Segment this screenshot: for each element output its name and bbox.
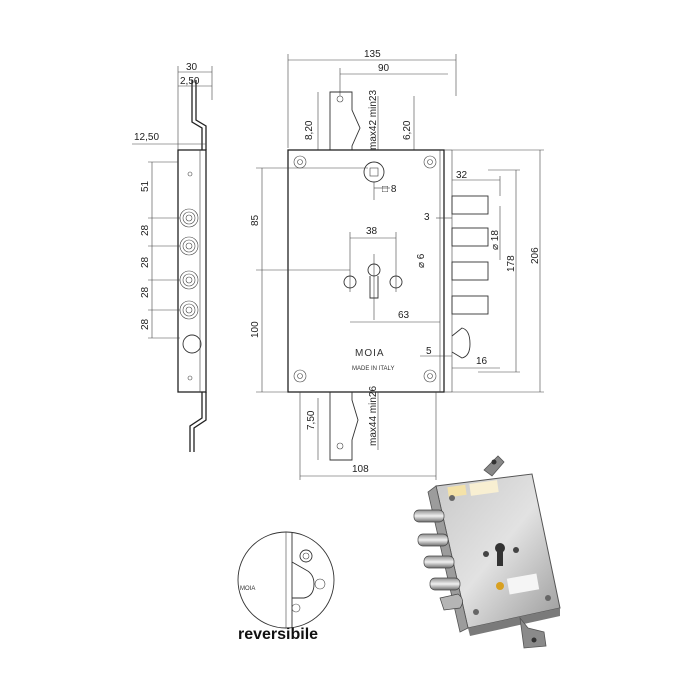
front-view: 135 90 8,20 max42 min23 6,20 □ 8 [250,49,544,480]
dim-85: 85 [250,214,261,226]
dim-90: 90 [378,63,390,74]
lock-photo [413,455,561,649]
screw [293,369,307,383]
photo-bolt [417,533,449,547]
dim-7-50: 7,50 [306,410,317,430]
front-latch [451,327,471,359]
dim-square-8: □ 8 [382,184,397,195]
side-view: 30 2,50 12,50 51 28 28 28 28 [132,62,213,452]
dim-30: 30 [186,62,198,73]
photo-bolt [429,577,461,591]
dim-28: 28 [140,318,151,330]
origin-label: MADE IN ITALY [352,366,394,372]
side-bolt [179,236,199,256]
dim-63: 63 [398,310,410,321]
side-latch [182,334,202,354]
dim-32: 32 [456,170,468,181]
dim-16: 16 [476,356,488,367]
inset-brand-label: MOIA [240,586,255,592]
dim-206: 206 [530,247,541,264]
dim-28: 28 [140,256,151,268]
photo-bolt [423,555,455,569]
dim-max44-min26: max44 min26 [368,386,379,446]
dim-108: 108 [352,464,369,475]
dim-dia-6: ⌀ 6 [416,253,427,268]
dim-5: 5 [426,346,432,357]
front-bolt [451,195,489,215]
dim-6-20: 6,20 [402,120,413,140]
side-bolt [179,270,199,290]
front-bolt [451,261,489,281]
dim-12-50: 12,50 [134,132,159,143]
cylinder-hole [367,254,381,320]
screw [293,155,307,169]
dim-28: 28 [140,224,151,236]
reversible-inset: MOIA [237,531,335,629]
photo-bolt [413,509,445,523]
screw [423,369,437,383]
dim-51: 51 [140,180,151,192]
spindle-hole [363,161,385,183]
side-bolt [179,300,199,320]
front-bolt [451,295,489,315]
dim-dia-18: ⌀ 18 [490,230,501,250]
dim-38: 38 [366,226,378,237]
dim-28: 28 [140,286,151,298]
dim-max42-min23: max42 min23 [368,90,379,150]
dim-8-20: 8,20 [304,120,315,140]
brand-label: MOIA [355,348,385,359]
lock-case [287,149,445,393]
reversible-caption: reversibile [238,626,319,643]
front-bolt [451,227,489,247]
dim-178: 178 [506,255,517,272]
dim-3: 3 [424,212,430,223]
dim-135: 135 [364,49,381,60]
side-bolt [179,208,199,228]
dim-100: 100 [250,321,261,338]
dim-2-50: 2,50 [180,76,200,87]
screw [423,155,437,169]
